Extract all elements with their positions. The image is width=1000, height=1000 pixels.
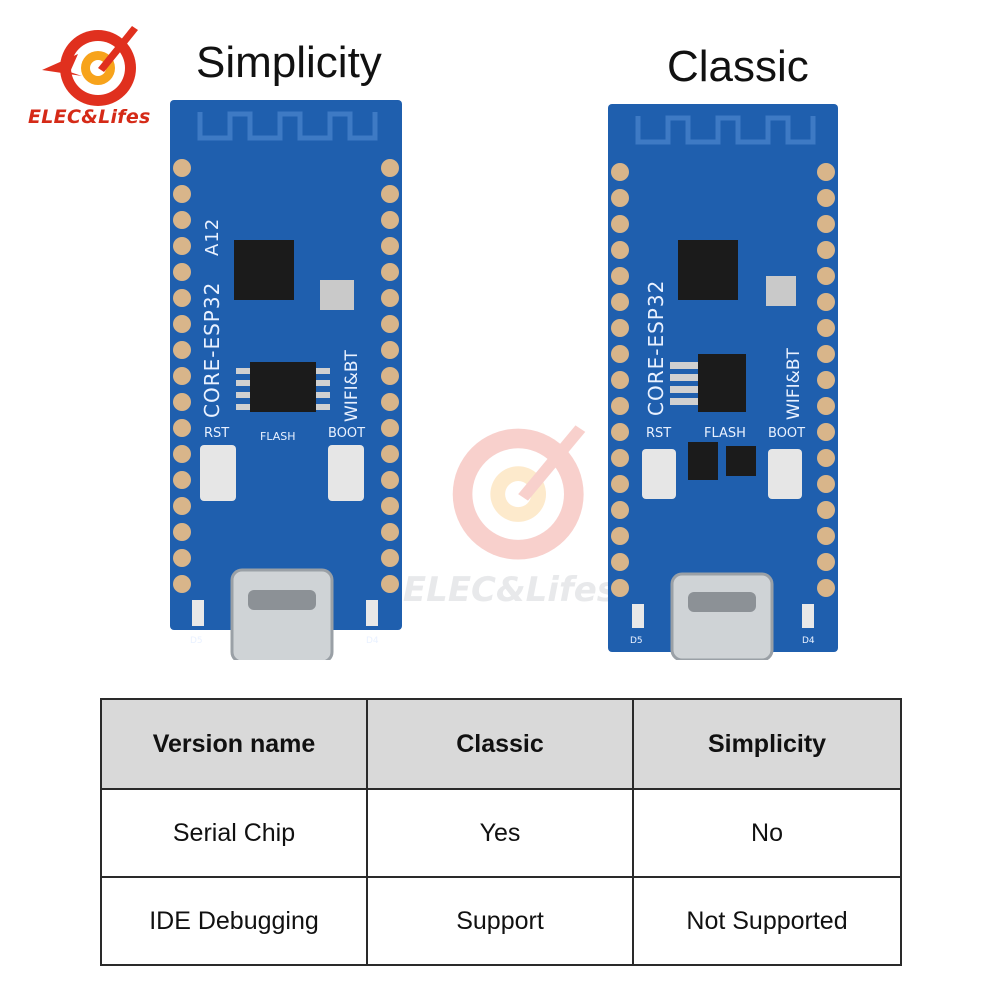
board-d4-label: D4	[366, 636, 379, 646]
board-wireless-label: WIFI&BT	[784, 348, 804, 420]
comparison-table: Version name Classic Simplicity Serial C…	[100, 698, 902, 966]
cell-classic-serial-chip: Yes	[366, 788, 634, 878]
brand-name: ELEC&Lifes	[28, 106, 151, 128]
board-boot-label: BOOT	[328, 426, 366, 441]
board-flash-label: FLASH	[704, 426, 746, 441]
header-classic: Classic	[366, 698, 634, 790]
brand-logo-icon	[42, 26, 138, 106]
board-a12-label: A12	[202, 217, 223, 256]
board-image-simplicity: CORE-ESP32 WIFI&BT A12 RST FLASH BOOT D5…	[170, 100, 402, 660]
cell-simplicity-serial-chip: No	[632, 788, 902, 878]
board-rst-label: RST	[646, 426, 672, 441]
row-label-serial-chip: Serial Chip	[100, 788, 368, 878]
watermark-logo-icon	[452, 425, 586, 560]
brand-logo: ELEC&Lifes	[28, 18, 168, 138]
cell-classic-ide-debugging: Support	[366, 876, 634, 966]
table-header-row: Version name Classic Simplicity	[100, 698, 902, 790]
table-row: Serial Chip Yes No	[100, 788, 902, 878]
pcb-graphic	[170, 100, 402, 660]
header-simplicity: Simplicity	[632, 698, 902, 790]
header-version-name: Version name	[100, 698, 368, 790]
board-model-label: CORE-ESP32	[644, 279, 668, 416]
board-image-classic: CORE-ESP32 WIFI&BT RST FLASH BOOT D5 D4	[608, 104, 838, 660]
classic-title: Classic	[667, 42, 809, 91]
cell-simplicity-ide-debugging: Not Supported	[632, 876, 902, 966]
table-row: IDE Debugging Support Not Supported	[100, 876, 902, 966]
watermark-text: ELEC&Lifes	[402, 570, 618, 610]
pcb-graphic	[608, 104, 838, 660]
board-flash-label: FLASH	[260, 430, 296, 443]
board-boot-label: BOOT	[768, 426, 806, 441]
simplicity-title: Simplicity	[196, 38, 382, 87]
board-d5-label: D5	[630, 636, 643, 646]
board-model-label: CORE-ESP32	[200, 281, 224, 418]
board-d4-label: D4	[802, 636, 815, 646]
board-d5-label: D5	[190, 636, 203, 646]
row-label-ide-debugging: IDE Debugging	[100, 876, 368, 966]
watermark: ELEC&Lifes	[380, 410, 640, 650]
board-rst-label: RST	[204, 426, 230, 441]
board-wireless-label: WIFI&BT	[342, 350, 362, 422]
